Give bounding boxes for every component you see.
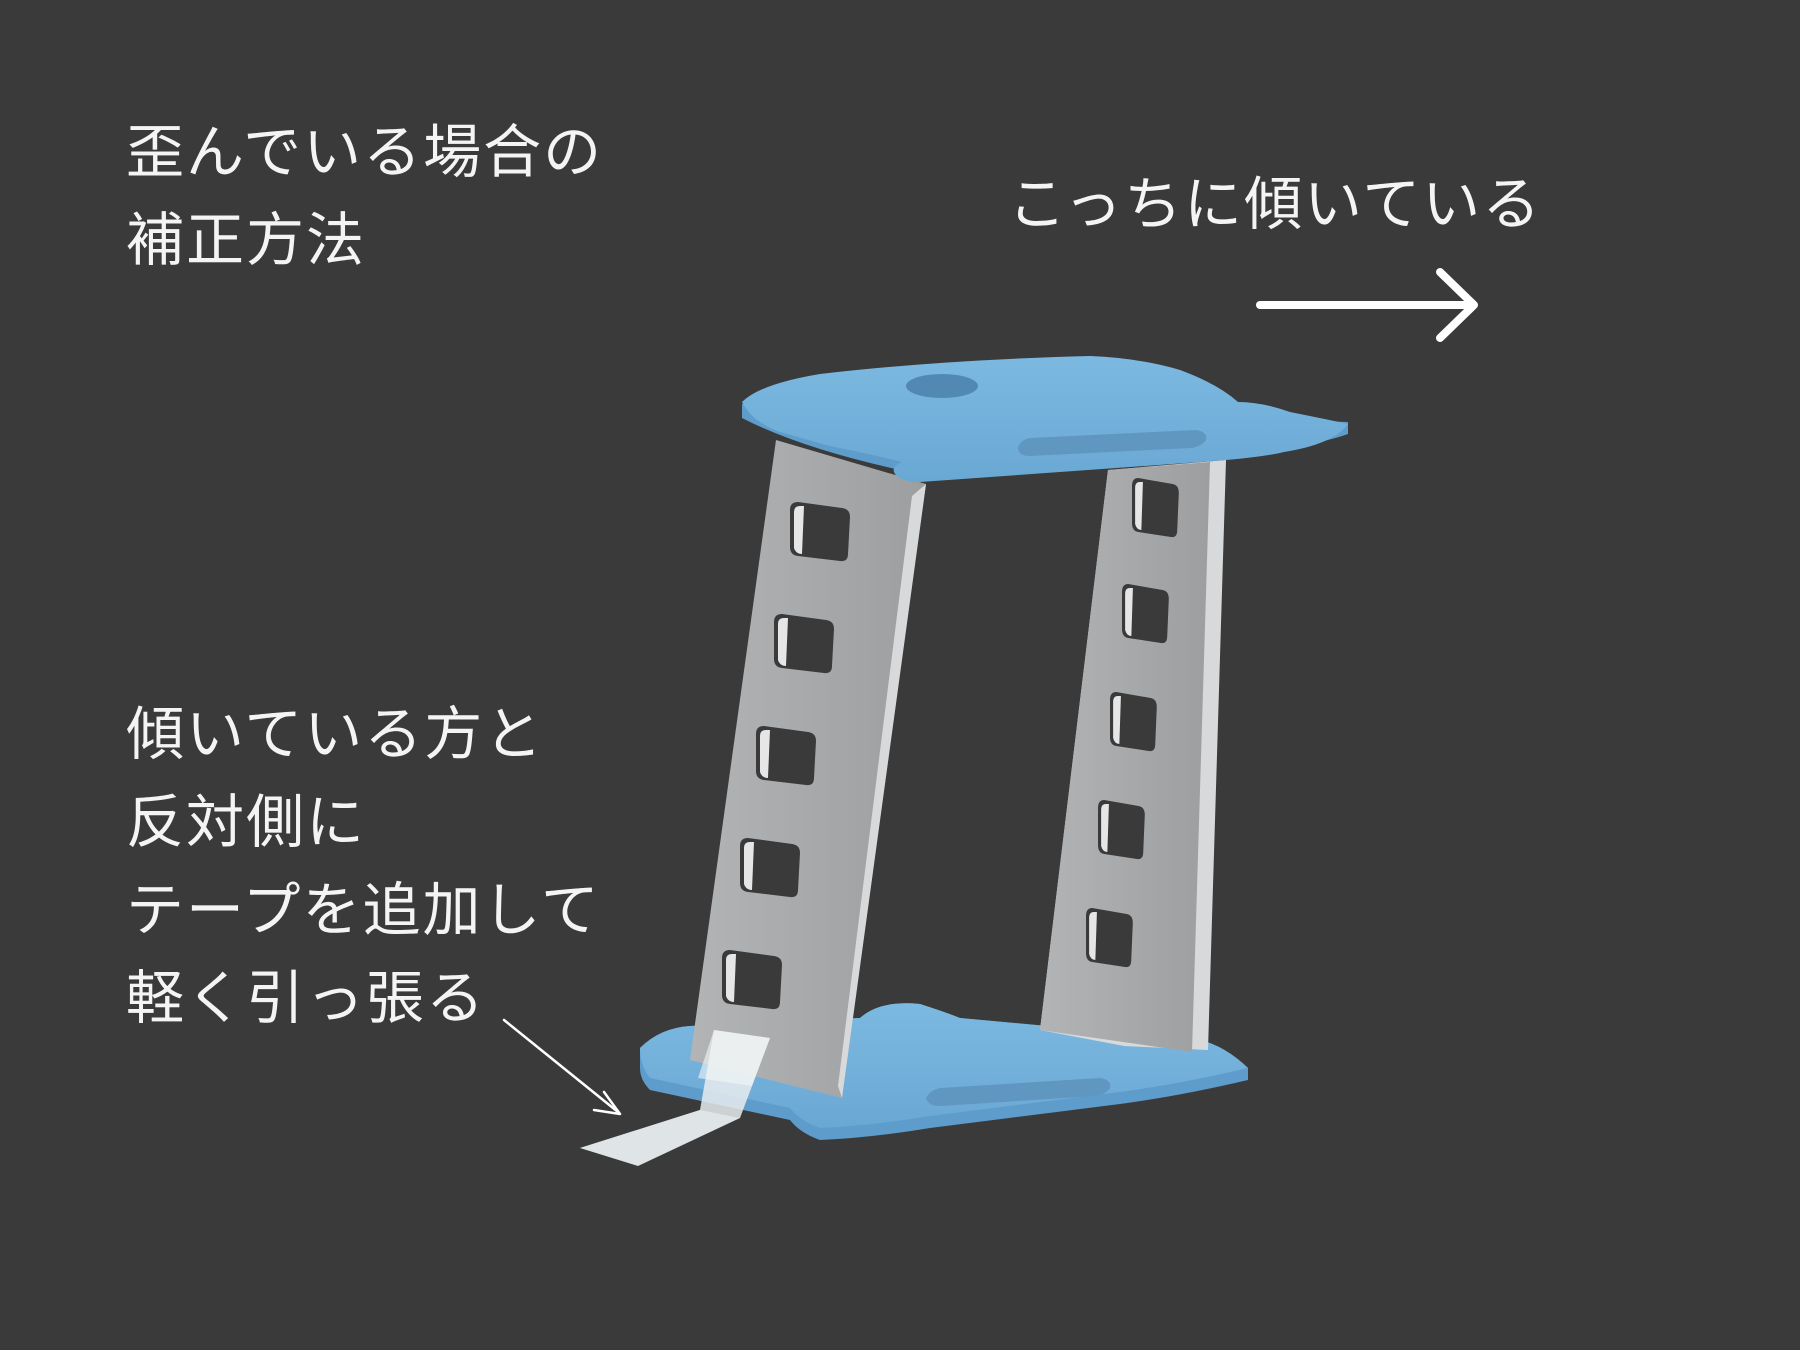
instruction-line-1: 傾いている方と <box>126 700 545 768</box>
arrow-right-icon <box>1256 268 1478 342</box>
left-leg <box>690 440 926 1098</box>
right-leg <box>1040 460 1226 1052</box>
instruction-text: 傾いている方と 反対側に テープを追加して 軽く引っ張る <box>126 690 601 1042</box>
arrow-down-right-icon <box>502 1018 622 1116</box>
direction-label: こっちに傾いている <box>1008 170 1543 238</box>
top-plate <box>742 356 1348 482</box>
tape-strip <box>580 1030 770 1166</box>
title-line-1: 歪んでいる場合の <box>126 118 604 186</box>
instruction-line-3: テープを追加して <box>126 876 601 944</box>
title-line-2: 補正方法 <box>126 206 367 274</box>
title-text: 歪んでいる場合の 補正方法 <box>126 108 603 284</box>
instruction-line-4: 軽く引っ張る <box>126 964 487 1032</box>
instruction-line-2: 反対側に <box>126 788 367 856</box>
